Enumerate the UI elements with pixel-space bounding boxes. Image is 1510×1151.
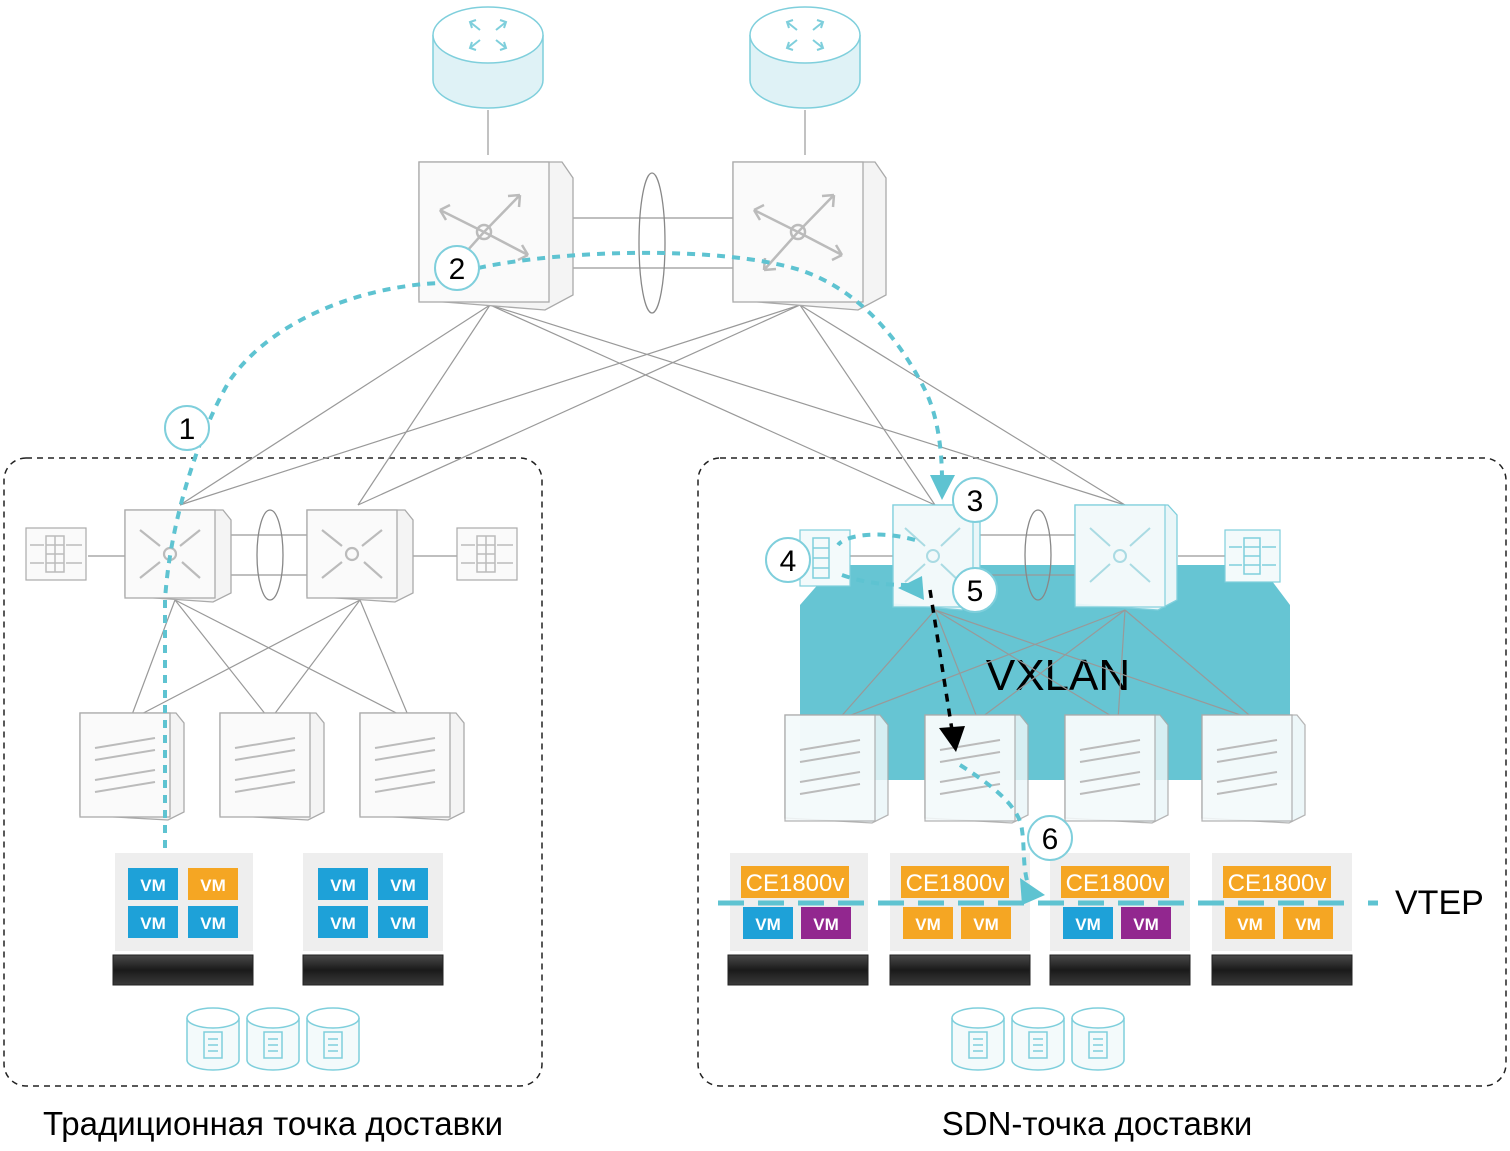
vm-label: VM [755, 915, 781, 934]
router-arrows-icon [468, 19, 508, 51]
storage-icon [951, 1007, 1005, 1071]
core-switch-left [418, 161, 574, 311]
vm-label: VM [1133, 915, 1159, 934]
vm-block: VM [903, 907, 953, 939]
vm-label: VM [390, 914, 416, 933]
access-switch-right-1 [784, 714, 889, 824]
step-marker-5: 5 [952, 567, 998, 613]
vm-label: VM [1295, 915, 1321, 934]
vm-block: VM [743, 907, 793, 939]
storage-icon [1071, 1007, 1125, 1071]
access-switch-left-3 [359, 712, 465, 821]
vm-label: VM [973, 915, 999, 934]
vm-block: VM [1283, 907, 1333, 939]
step-number: 1 [179, 413, 196, 446]
step-number: 6 [1042, 823, 1059, 856]
firewall-left-2 [456, 527, 518, 581]
storage-icon [186, 1007, 240, 1071]
flow-fw-loop [836, 532, 916, 547]
vm-label: VM [1075, 915, 1101, 934]
vswitch-label: CE1800v [746, 870, 845, 897]
vxlan-label: VXLAN [986, 651, 1130, 700]
router-left [432, 6, 544, 109]
vm-label: VM [390, 876, 416, 895]
vm-block: VM [128, 906, 178, 938]
firewall-left-1 [25, 527, 87, 581]
step-number: 2 [449, 253, 466, 286]
vm-block: VM [378, 868, 428, 900]
step-marker-1: 1 [164, 405, 210, 451]
vm-block: VM [801, 907, 851, 939]
vm-block: VM [188, 906, 238, 938]
flow-paths [163, 250, 1032, 891]
vm-block: VM [318, 906, 368, 938]
access-switch-right-4 [1201, 714, 1306, 824]
vm-block: VM [1063, 907, 1113, 939]
vtep-label: VTEP [1395, 884, 1484, 922]
vm-block: VM [188, 868, 238, 900]
agg-switch-left-1 [124, 509, 232, 603]
router-right [749, 6, 861, 109]
vswitch-label: CE1800v [1066, 870, 1165, 897]
ce1800v-vswitch: CE1800v [901, 866, 1009, 898]
vm-label: VM [1237, 915, 1263, 934]
vm-label: VM [200, 876, 226, 895]
underlay-arrowhead [939, 726, 965, 752]
flow-arrowhead-3 [930, 475, 955, 500]
flow-arrowhead-5 [898, 576, 924, 600]
flow-to-vswitch [958, 763, 1032, 891]
router-arrows-icon [785, 19, 825, 51]
flow-traditional-up [163, 281, 441, 848]
agg-switch-right-2 [1074, 504, 1178, 611]
access-switch-left-2 [219, 712, 325, 821]
vm-block: VM [378, 906, 428, 938]
vm-block: VM [1121, 907, 1171, 939]
vm-label: VM [140, 876, 166, 895]
access-switch-right-2 [924, 714, 1029, 824]
step-marker-3: 3 [952, 477, 998, 523]
sdn-pod-boundary [697, 457, 1507, 1087]
vm-label: VM [813, 915, 839, 934]
vswitch-label: CE1800v [906, 870, 1005, 897]
flow-arrowhead-6 [1020, 878, 1045, 905]
step-marker-2: 2 [434, 245, 480, 291]
step-number: 5 [967, 575, 984, 608]
vm-block: VM [128, 868, 178, 900]
step-marker-6: 6 [1027, 815, 1073, 861]
vm-block: VM [961, 907, 1011, 939]
step-number: 3 [967, 485, 984, 518]
vm-label: VM [330, 876, 356, 895]
traditional-pod-boundary [3, 457, 543, 1087]
vswitch-label: CE1800v [1228, 870, 1327, 897]
ce1800v-vswitch: CE1800v [1061, 866, 1169, 898]
vm-label: VM [140, 914, 166, 933]
caption-sdn: SDN-точка доставки [942, 1105, 1253, 1142]
step-number: 4 [780, 545, 797, 578]
vm-label: VM [200, 914, 226, 933]
right-lag-ring [1024, 509, 1052, 601]
vm-block: VM [318, 868, 368, 900]
access-switch-left-1 [79, 712, 185, 821]
left-lag-ring [256, 509, 284, 601]
core-lag-ring [638, 172, 666, 314]
caption-traditional: Традиционная точка доставки [43, 1105, 503, 1142]
flow-core-cross [477, 250, 944, 481]
core-links [179, 110, 1126, 506]
vm-label: VM [915, 915, 941, 934]
vm-block: VM [1225, 907, 1275, 939]
left-pod-links [88, 534, 457, 721]
core-switch-right [732, 161, 887, 311]
right-pod-links [837, 534, 1256, 721]
access-switch-right-3 [1064, 714, 1169, 824]
ce1800v-vswitch: CE1800v [741, 866, 849, 898]
storage-icon [246, 1007, 300, 1071]
agg-switch-left-2 [306, 509, 414, 603]
vm-label: VM [330, 914, 356, 933]
storage-icon [306, 1007, 360, 1071]
firewall-right-2 [1224, 529, 1281, 583]
ce1800v-vswitch: CE1800v [1223, 866, 1331, 898]
storage-icon [1011, 1007, 1065, 1071]
step-marker-4: 4 [765, 537, 811, 583]
